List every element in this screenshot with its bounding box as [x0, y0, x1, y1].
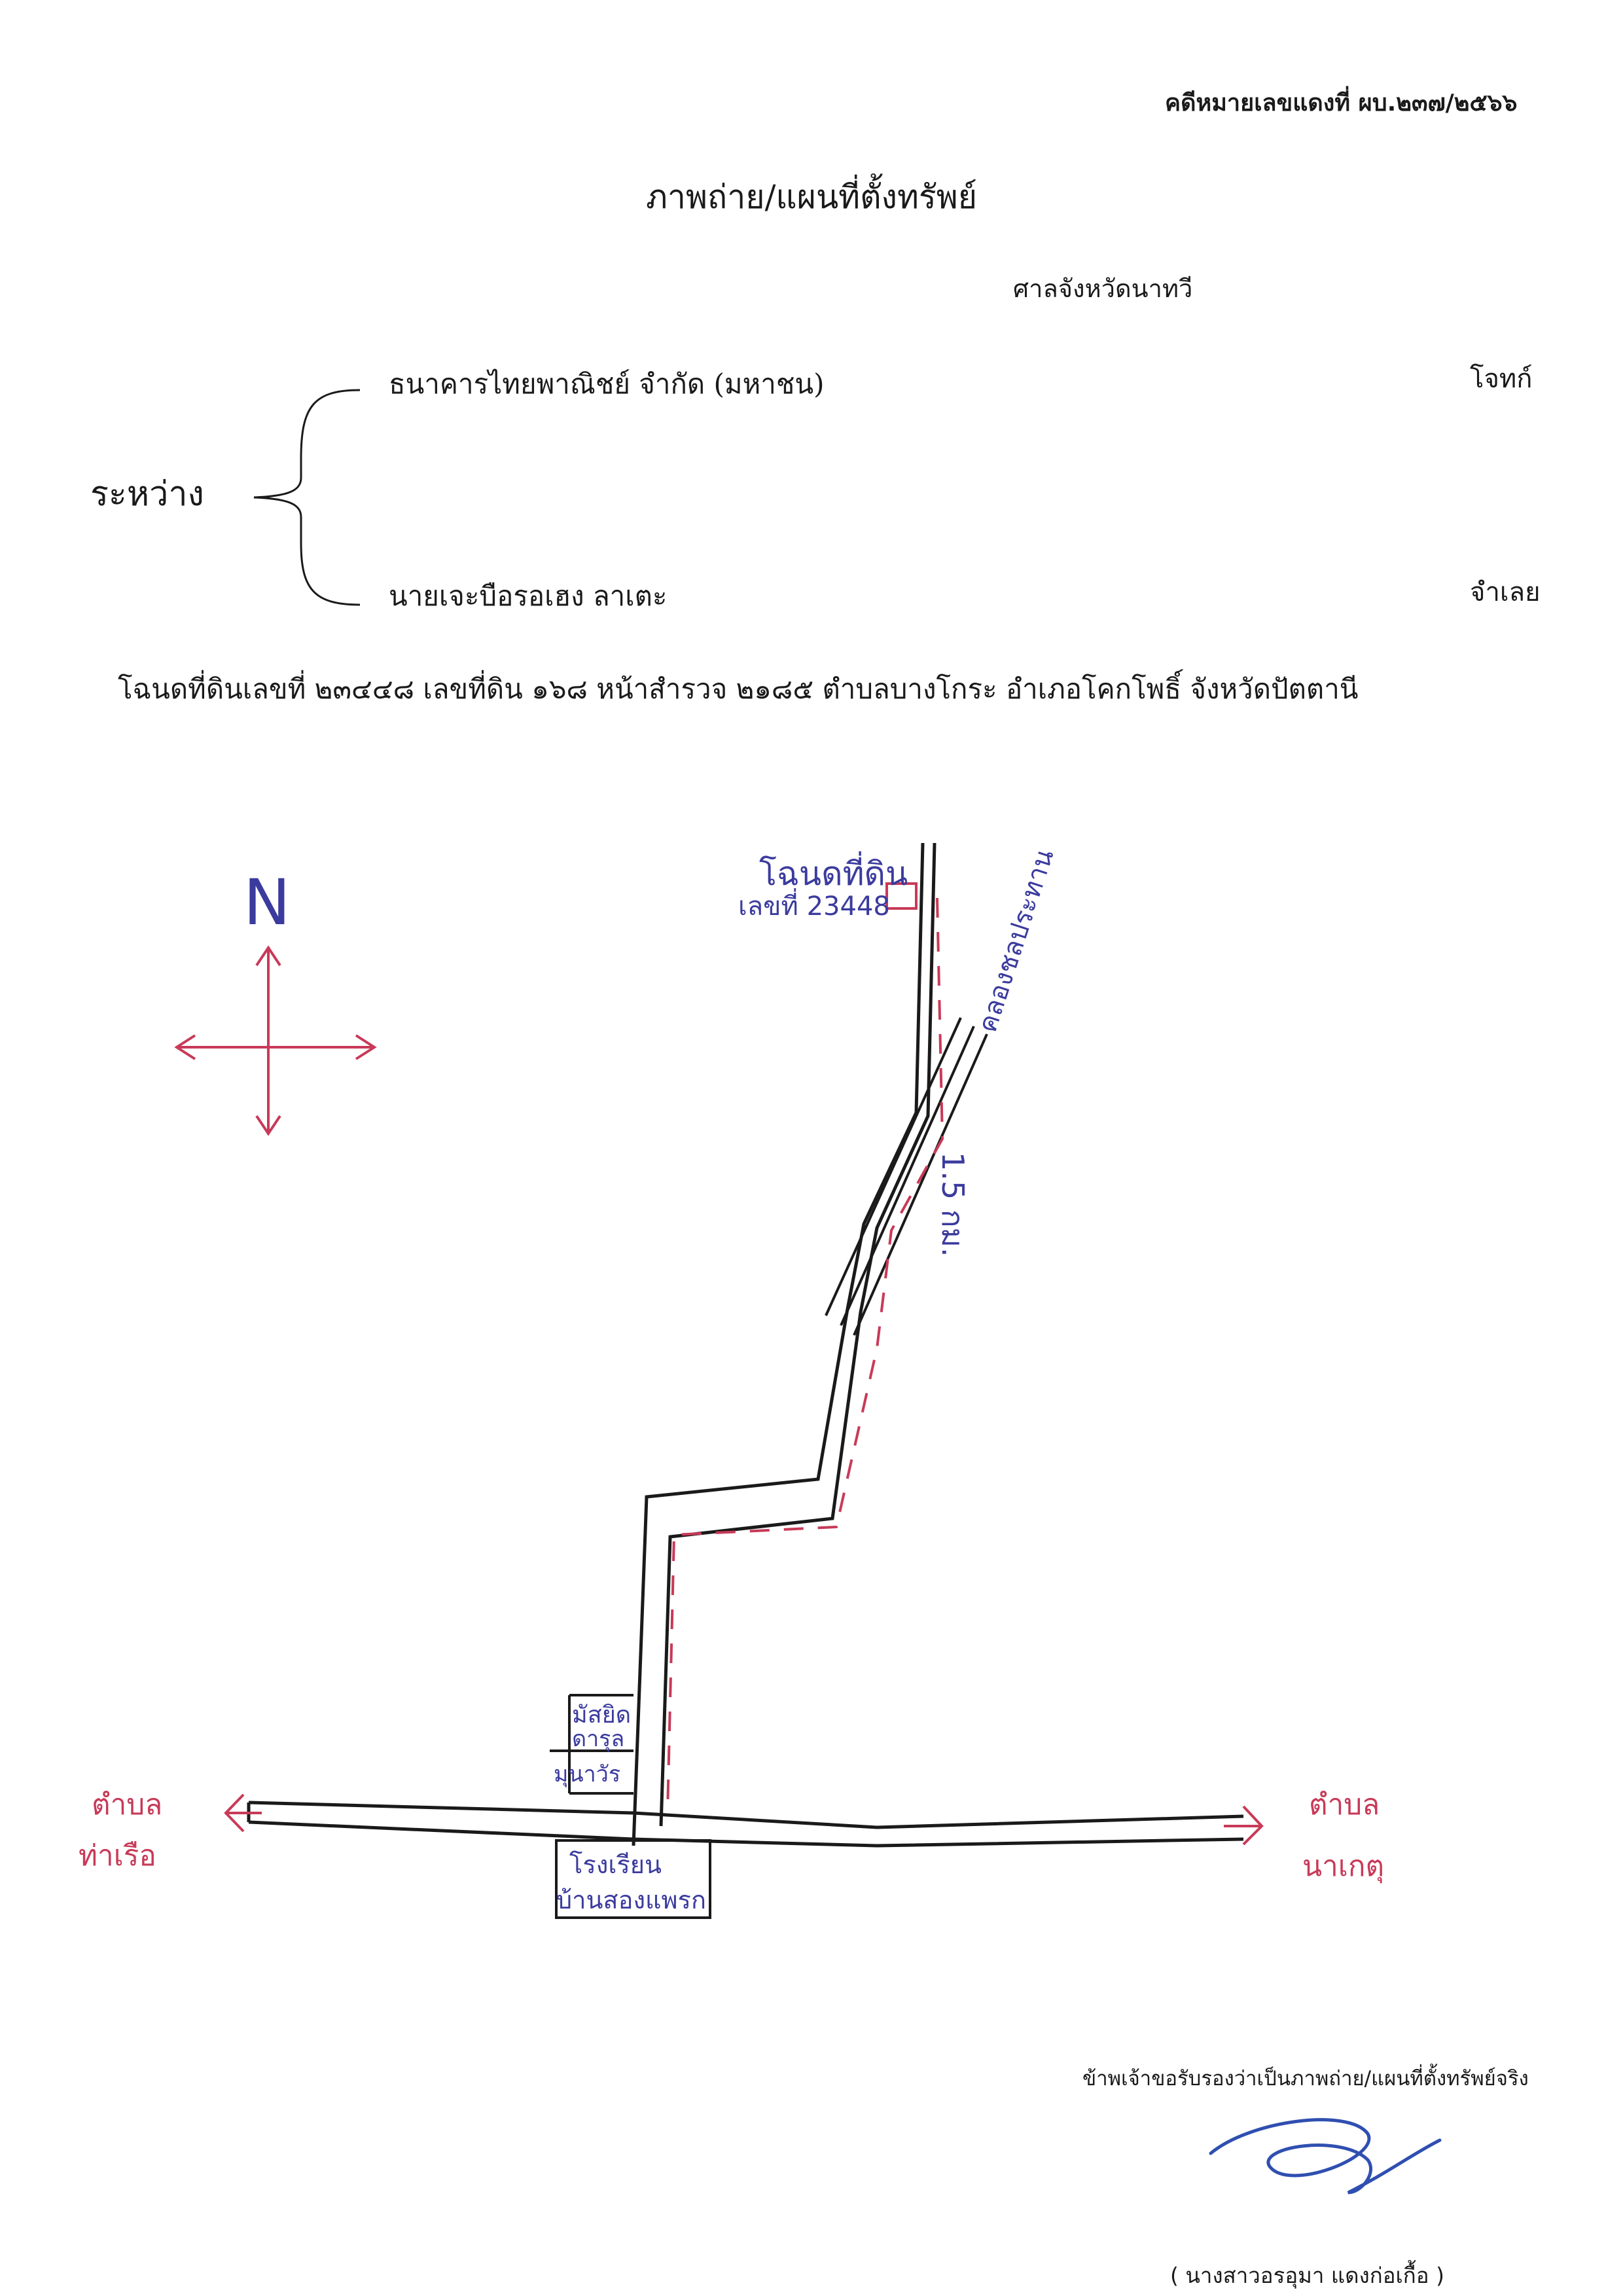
route-path — [666, 897, 944, 1814]
right-arrow-icon — [1224, 1805, 1264, 1846]
compass-cross-icon — [174, 945, 377, 1136]
north-label: N — [243, 866, 291, 939]
left-destination-line1: ตำบล — [92, 1788, 162, 1821]
deed-label-line1: โฉนดที่ดิน — [759, 852, 908, 893]
land-plot-marker — [885, 882, 918, 910]
court-name: ศาลจังหวัดนาทวี — [1013, 274, 1193, 303]
deed-label-line2: เลขที่ 23448 — [738, 888, 890, 922]
left-arrow-icon — [224, 1793, 262, 1833]
school-box — [555, 1839, 711, 1919]
mosque-box — [550, 1694, 633, 1795]
cross-road — [247, 1801, 1244, 1848]
case-number: คดีหมายเลขแดงที่ ผบ.๒๓๗/๒๕๖๖ — [1165, 90, 1518, 117]
left-destination-line2: ท่าเรือ — [79, 1839, 156, 1873]
between-label: ระหว่าง — [90, 475, 204, 514]
defendant-role: จำเลย — [1470, 577, 1541, 607]
canal-label: คลองชลประทาน — [972, 846, 1060, 1036]
right-destination-line2: นาเกตุ — [1302, 1850, 1384, 1884]
canal-lines — [825, 1017, 988, 1336]
distance-label: 1.5 กม. — [935, 1152, 971, 1257]
document-title: ภาพถ่าย/แผนที่ตั้งทรัพย์ — [645, 178, 978, 216]
mosque-label-line2: ดารุล — [572, 1726, 624, 1752]
location-map: N — [79, 842, 1384, 1919]
mosque-label-line3: มุนาวัร — [554, 1761, 620, 1787]
main-road — [632, 842, 936, 1846]
compass: N — [174, 866, 377, 1136]
certification-text: ข้าพเจ้าขอรับรองว่าเป็นภาพถ่าย/แผนที่ตั้… — [1082, 2067, 1529, 2090]
party-brace — [253, 389, 361, 606]
deed-info-line: โฉนดที่ดินเลขที่ ๒๓๔๔๘ เลขที่ดิน ๑๖๘ หน้… — [118, 673, 1359, 705]
plaintiff-name: ธนาคารไทยพาณิชย์ จำกัด (มหาชน) — [389, 368, 825, 400]
mosque-label: มัสยิด — [572, 1702, 631, 1729]
defendant-name: นายเจะบือรอเฮง ลาเตะ — [389, 580, 668, 612]
school-label-line2: บ้านสองแพรก — [556, 1886, 706, 1914]
plaintiff-role: โจทก์ — [1470, 364, 1533, 394]
signer-name: ( นางสาวอรอุมา แดงก่อเกื้อ ) — [1170, 2263, 1444, 2288]
school-label-line1: โรงเรียน — [569, 1850, 662, 1879]
signature — [1209, 2118, 1442, 2195]
right-destination-line1: ตำบล — [1309, 1788, 1380, 1821]
